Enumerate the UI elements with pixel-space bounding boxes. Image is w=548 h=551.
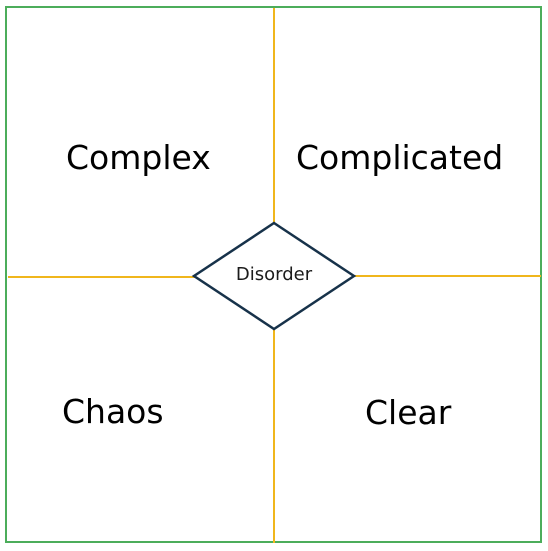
divider-vertical-top: [273, 8, 275, 224]
divider-horizontal-right: [352, 275, 541, 277]
quadrant-chaos-label: Chaos: [62, 392, 164, 431]
disorder-diamond: [191, 221, 357, 331]
quadrant-complex-label: Complex: [66, 138, 211, 177]
disorder-label: Disorder: [235, 264, 313, 285]
divider-horizontal-left: [8, 276, 196, 278]
quadrant-complicated-label: Complicated: [296, 138, 504, 177]
divider-vertical-bottom: [273, 329, 275, 543]
quadrant-clear-label: Clear: [365, 393, 452, 432]
